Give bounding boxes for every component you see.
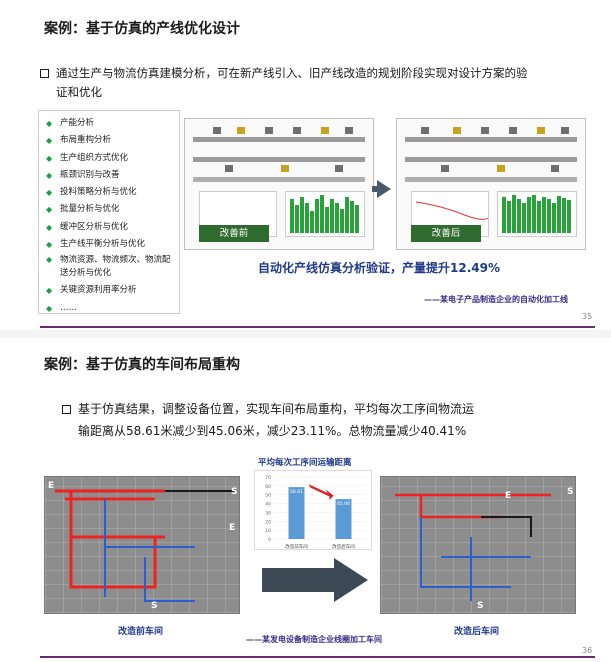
slide-title: 案例：基于仿真的车间布局重构 xyxy=(44,357,240,373)
flow-paths-after xyxy=(395,493,551,601)
analysis-list-item: 产能分析 xyxy=(44,115,174,133)
analysis-list: 产能分析布局重构分析生产组织方式优化瓶颈识别与改善投料策略分析与优化批量分析与优… xyxy=(38,110,180,318)
intro-bullet: 通过生产与物流仿真建模分析，可在新产线引入、旧产线改造的规划阶段实现对设计方案的… xyxy=(40,64,600,102)
layout-after: S E S xyxy=(380,476,576,614)
end-marker: E xyxy=(229,523,236,533)
page-number: 35 xyxy=(582,312,593,321)
intro-bullet-line-2: 证和优化 xyxy=(56,85,102,99)
decrease-arrow-icon xyxy=(308,484,334,501)
analysis-list-item: 布局重构分析 xyxy=(44,132,174,150)
before-label: 改善前 xyxy=(199,225,269,242)
arrow-right-icon xyxy=(377,180,391,198)
big-arrow-icon xyxy=(262,558,368,602)
slide-35: 案例：基于仿真的产线优化设计 通过生产与物流仿真建模分析，可在新产线引入、旧产线… xyxy=(0,0,611,330)
y-tick-label: 20 xyxy=(265,519,271,525)
after-label: 改善后 xyxy=(411,225,481,242)
arrow-shaft xyxy=(372,186,378,192)
data-label: 58.61 xyxy=(290,489,303,495)
y-tick-label: 0 xyxy=(268,537,271,543)
analysis-list-item: 生产组织方式优化 xyxy=(44,150,174,168)
y-tick-label: 50 xyxy=(265,493,271,499)
simulation-before: 改善前 xyxy=(184,118,374,250)
after-caption: 改造后车间 xyxy=(454,627,500,637)
page-number: 36 xyxy=(582,646,593,655)
simulation-after: 改善后 xyxy=(396,118,586,250)
y-tick-label: 30 xyxy=(265,510,271,516)
verification-text: 自动化产线仿真分析验证，产量提升12.49% xyxy=(258,261,500,275)
x-tick-label: 改造前车间 xyxy=(285,543,308,550)
analysis-list-item: 批量分析与优化 xyxy=(44,201,174,219)
source-note: ——某发电设备制造企业线圈加工车间 xyxy=(246,635,382,644)
slide-gap xyxy=(0,330,611,338)
start-marker: S xyxy=(477,601,484,611)
analysis-list-item: 投料策略分析与优化 xyxy=(44,184,174,202)
y-tick-label: 10 xyxy=(265,528,271,534)
result-bullet: 基于仿真结果，调整设备位置，实现车间布局重构，平均每次工序间物流运 输距离从58… xyxy=(62,398,582,442)
result-bullet-line-1: 基于仿真结果，调整设备位置，实现车间布局重构，平均每次工序间物流运 xyxy=(78,402,475,416)
slide-36: 案例：基于仿真的车间布局重构 基于仿真结果，调整设备位置，实现车间布局重构，平均… xyxy=(0,338,611,662)
flow-paths-before xyxy=(55,489,235,602)
bar xyxy=(288,487,305,539)
bar xyxy=(335,499,352,539)
chart-title: 平均每次工序间运输距离 xyxy=(258,458,352,468)
y-tick-label: 40 xyxy=(265,502,271,508)
x-tick-label: 改造后车间 xyxy=(332,543,355,550)
analysis-list-item: 生产线平衡分析与优化 xyxy=(44,236,174,254)
start-marker: S xyxy=(231,487,238,497)
result-bullet-line-2: 输距离从58.61米减少到45.06米，减少23.11%。总物流量减少40.41… xyxy=(78,424,467,438)
y-tick-label: 70 xyxy=(265,475,271,481)
analysis-list-item: 物流资源、物流频次、物流配送分析与优化 xyxy=(44,253,174,282)
source-note: ——某电子产品制造企业的自动化加工线 xyxy=(424,295,568,304)
end-marker: E xyxy=(505,491,512,501)
start-marker: S xyxy=(567,487,574,497)
checkbox-bullet-icon xyxy=(40,69,49,78)
start-marker: S xyxy=(151,601,158,611)
analysis-list-item: 缓冲区分析与优化 xyxy=(44,219,174,237)
data-label: 45.06 xyxy=(337,501,350,507)
layout-before: E S E S xyxy=(44,476,240,614)
distance-bar-chart: 0 10 20 30 40 50 60 70 58.61 改造前车间 45.06 改造后车间 xyxy=(265,475,367,550)
analysis-list-item: 关键资源利用率分析 xyxy=(44,282,174,300)
end-marker: E xyxy=(48,481,55,491)
y-tick-label: 60 xyxy=(265,484,271,490)
utilization-chart-after xyxy=(497,191,577,237)
checkbox-bullet-icon xyxy=(62,405,71,414)
bottom-divider xyxy=(40,656,595,658)
bottom-divider xyxy=(40,326,595,328)
distance-chart: 0 10 20 30 40 50 60 70 58.61 改造前车间 45.06 改造后车间 xyxy=(254,470,372,550)
analysis-list-item: 瓶颈识别与改善 xyxy=(44,167,174,185)
intro-bullet-line-1: 通过生产与物流仿真建模分析，可在新产线引入、旧产线改造的规划阶段实现对设计方案的… xyxy=(56,66,528,80)
before-caption: 改造前车间 xyxy=(118,627,164,637)
throughput-curve xyxy=(415,201,489,220)
analysis-list-item: …… xyxy=(44,300,174,318)
slide-title: 案例：基于仿真的产线优化设计 xyxy=(44,21,240,37)
utilization-chart-before xyxy=(285,191,365,237)
